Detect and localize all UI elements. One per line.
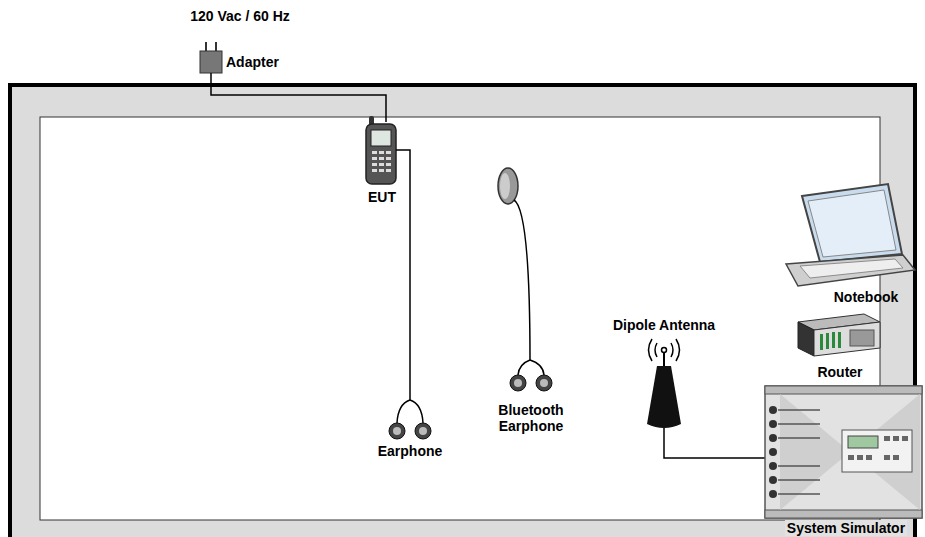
system-simulator-icon <box>765 386 922 518</box>
antenna-label: Dipole Antenna <box>599 317 729 333</box>
simulator-label: System Simulator <box>785 520 907 536</box>
router-icon <box>798 314 880 356</box>
router-label: Router <box>800 364 880 380</box>
dipole-antenna-icon <box>647 339 681 428</box>
eut-label: EUT <box>352 189 412 205</box>
bluetooth-earphone-icon <box>498 168 552 391</box>
phone-icon <box>366 116 396 184</box>
adapter-icon <box>200 42 222 73</box>
notebook-label: Notebook <box>816 289 916 305</box>
adapter-label: Adapter <box>226 54 306 70</box>
bluetooth-earphone-label: Bluetooth Earphone <box>489 402 573 434</box>
supply-label: 120 Vac / 60 Hz <box>160 8 320 24</box>
earphone-label: Earphone <box>365 443 455 459</box>
chamber-inner-wall <box>40 117 880 520</box>
notebook-icon <box>786 184 915 286</box>
power-cable <box>211 73 386 122</box>
